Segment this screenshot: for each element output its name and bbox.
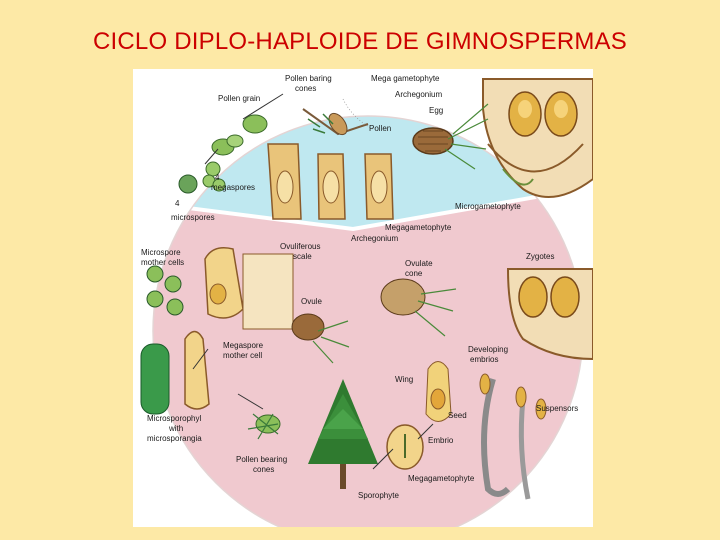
label-pollen-bearing-cones-1: Pollen bearing <box>236 455 287 464</box>
label-pollen: Pollen <box>369 124 391 133</box>
zygote-illustration <box>506 268 593 361</box>
label-megaspore-mother-cell-1: Megaspore <box>223 341 264 350</box>
label-ovuliferous-scale-1: Ovuliferous <box>280 242 320 251</box>
developing-embryos <box>479 373 547 500</box>
label-archegonium-mid: Archegonium <box>351 234 398 243</box>
megaspore-stages <box>267 143 394 220</box>
haploid-region <box>153 116 583 229</box>
ovulate-cone-branch <box>380 278 457 337</box>
label-developing-embrios-2: embrios <box>470 355 498 364</box>
arrow-pollen-cones <box>237 393 264 410</box>
label-archegonium-top: Archegonium <box>395 90 442 99</box>
mature-ovulate-cone <box>412 103 489 170</box>
label-microsporophyl-2: with <box>168 424 183 433</box>
label-microsporophyl-1: Microsporophyl <box>147 414 201 423</box>
label-megagametophyte-mid: Megagametophyte <box>385 223 452 232</box>
arrow-microspores <box>204 148 219 165</box>
label-embrio: Embrio <box>428 436 454 445</box>
label-microspore-mother-cells-2: mother cells <box>141 258 184 267</box>
arrow-embrio <box>372 448 394 470</box>
label-ovule: Ovule <box>301 297 322 306</box>
ovuliferous-scale-cross-section <box>204 247 294 330</box>
label-microspore-mother-cells-1: Microspore <box>141 248 181 257</box>
label-developing-embrios-1: Developing <box>468 345 508 354</box>
pollen-grain-stages <box>178 114 268 194</box>
label-microspores-1: 4 <box>175 199 180 208</box>
sporophyte-tree <box>308 379 378 489</box>
label-mega-gametophyte: Mega gametophyte <box>371 74 440 83</box>
life-cycle-figure: Pollen baring cones Mega gametophyte Arc… <box>133 69 593 527</box>
arrow-seed <box>417 423 434 440</box>
microspore-mother-cells <box>146 265 184 316</box>
mega-gametophyte-illustration <box>482 78 593 198</box>
label-suspensors: Suspensors <box>536 404 578 413</box>
diagram-labels: Pollen baring cones Mega gametophyte Arc… <box>141 74 578 500</box>
life-cycle-diagram: Pollen baring cones Mega gametophyte Arc… <box>140 74 593 527</box>
label-pollen-grain: Pollen grain <box>218 94 260 103</box>
pollen-cone-branch <box>302 98 374 136</box>
label-zygotes: Zygotes <box>526 252 554 261</box>
label-egg: Egg <box>429 106 443 115</box>
arrow-microsporophyl <box>192 348 209 370</box>
pollen-bearing-cones-branch <box>247 413 281 440</box>
ovule-cone-branch <box>291 313 350 364</box>
label-pollen-baring-cones-1: Pollen baring <box>285 74 332 83</box>
slide-title: CICLO DIPLO-HAPLOIDE DE GIMNOSPERMAS <box>93 28 627 55</box>
label-wing: Wing <box>395 375 413 384</box>
microsporophyll <box>140 330 210 415</box>
embryo-seed <box>386 424 424 470</box>
label-megaspore-mother-cell-2: mother cell <box>223 351 262 360</box>
label-pollen-baring-cones-2: cones <box>295 84 316 93</box>
cycle-arrows <box>192 93 434 470</box>
label-megaspores-1: 4 <box>215 173 220 182</box>
label-megaspores-2: megaspores <box>211 183 255 192</box>
label-microsporophyl-3: microsporangia <box>147 434 202 443</box>
label-microgametophyte: Microgametophyte <box>455 202 521 211</box>
label-pollen-bearing-cones-2: cones <box>253 465 274 474</box>
label-ovulate-cone-2: cone <box>405 269 423 278</box>
label-megagametophyte-bottom: Megagametophyte <box>408 474 475 483</box>
label-sporophyte: Sporophyte <box>358 491 399 500</box>
label-ovulate-cone-1: Ovulate <box>405 259 433 268</box>
phase-divider <box>153 185 583 232</box>
label-ovuliferous-scale-2: scale <box>293 252 312 261</box>
arrow-pollen-grain <box>242 93 284 120</box>
label-seed: Seed <box>448 411 467 420</box>
winged-seed <box>425 361 452 422</box>
label-microspores-2: microspores <box>171 213 215 222</box>
